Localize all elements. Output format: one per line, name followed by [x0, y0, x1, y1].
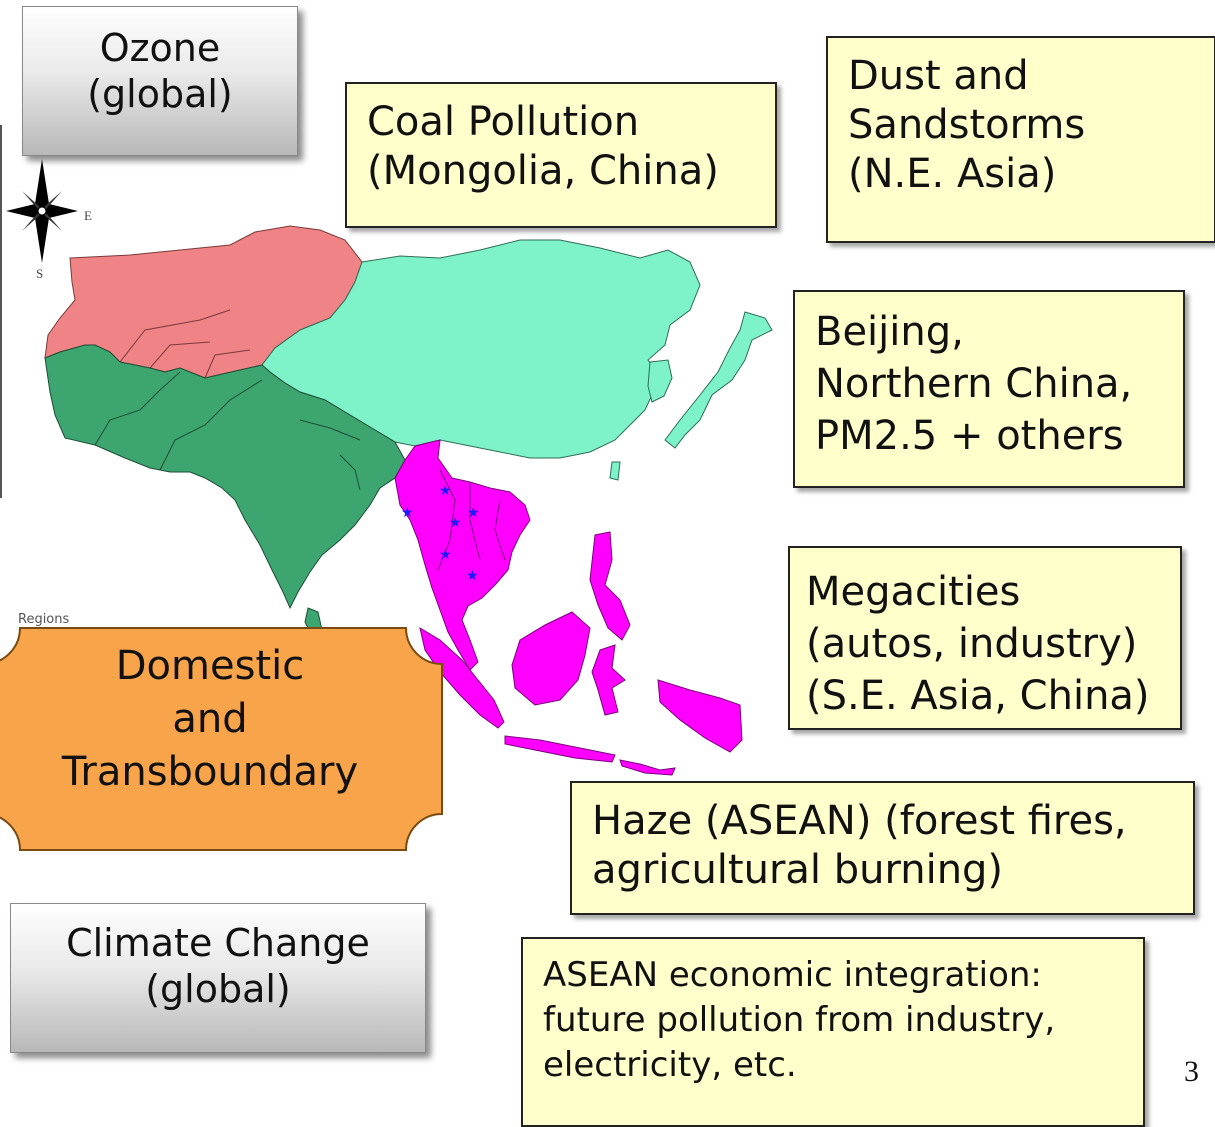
region-small-islands [619, 759, 676, 776]
map-regions-label: Regions [18, 612, 70, 627]
asean-line: future pollution from industry, [543, 999, 1056, 1040]
megacities-line: (S.E. Asia, China) [806, 673, 1150, 719]
coal-line: (Mongolia, China) [367, 147, 719, 194]
central-asia-borders [119, 309, 251, 379]
domestic-line: Domestic [115, 643, 305, 689]
ozone-line: (global) [87, 72, 233, 117]
star-icon: ★ [467, 505, 480, 521]
climate-line: Climate Change [66, 921, 370, 965]
domestic-line: Transboundary [61, 749, 359, 796]
star-icon: ★ [401, 505, 414, 521]
ozone-callout: Ozone (global) [22, 6, 298, 156]
region-southeast-asia-mainland [394, 439, 531, 671]
asean-line: ASEAN economic integration: [543, 955, 1042, 995]
beijing-line: Beijing, [815, 309, 964, 355]
compass-south-label: S [36, 266, 43, 281]
region-sulawesi [591, 644, 626, 716]
region-japan [664, 311, 773, 449]
haze-line: Haze (ASEAN) (forest fires, [592, 798, 1127, 844]
region-new-guinea [657, 679, 743, 753]
beijing-callout: Beijing, Northern China, PM2.5 + others [793, 290, 1185, 488]
beijing-line: Northern China, [815, 361, 1133, 407]
dust-line: (N.E. Asia) [848, 150, 1057, 197]
dust-sandstorms-callout: Dust and Sandstorms (N.E. Asia) [826, 36, 1215, 243]
region-borneo [511, 611, 591, 706]
star-icon: ★ [439, 547, 452, 563]
star-icon: ★ [449, 515, 462, 531]
coal-line: Coal Pollution [367, 99, 640, 145]
compass-east-label: E [84, 208, 92, 223]
asean-line: electricity, etc. [543, 1044, 797, 1085]
southeast-asia-borders [437, 469, 506, 571]
region-korea [647, 359, 673, 403]
climate-change-callout: Climate Change (global) [10, 903, 426, 1053]
haze-line: agricultural burning) [592, 846, 1004, 893]
star-icon: ★ [439, 483, 452, 499]
megacities-line: Megacities [806, 569, 1021, 615]
site-markers: ★ ★ ★ ★ ★ ★ [401, 483, 480, 584]
region-south-asia [44, 344, 406, 610]
compass-icon [6, 159, 78, 263]
region-java [504, 735, 616, 763]
beijing-line: PM2.5 + others [815, 413, 1124, 459]
region-taiwan [609, 461, 621, 481]
dust-line: Dust and [848, 53, 1029, 99]
domestic-line: and [172, 696, 248, 743]
star-icon: ★ [466, 568, 479, 584]
asean-integration-callout: ASEAN economic integration: future pollu… [521, 937, 1145, 1127]
climate-line: (global) [145, 967, 291, 1012]
dust-line: Sandstorms [848, 101, 1086, 148]
megacities-callout: Megacities (autos, industry) (S.E. Asia,… [788, 546, 1182, 730]
page-number: 3 [1184, 1055, 1199, 1088]
haze-callout: Haze (ASEAN) (forest fires, agricultural… [570, 781, 1195, 915]
domestic-box-shape [0, 627, 443, 851]
megacities-line: (autos, industry) [806, 621, 1138, 667]
region-philippines [589, 531, 631, 641]
domestic-transboundary-label: Domestic and Transboundary [10, 640, 410, 800]
ozone-line: Ozone [99, 26, 221, 70]
coal-pollution-callout: Coal Pollution (Mongolia, China) [345, 82, 777, 228]
south-asia-borders [94, 371, 361, 491]
